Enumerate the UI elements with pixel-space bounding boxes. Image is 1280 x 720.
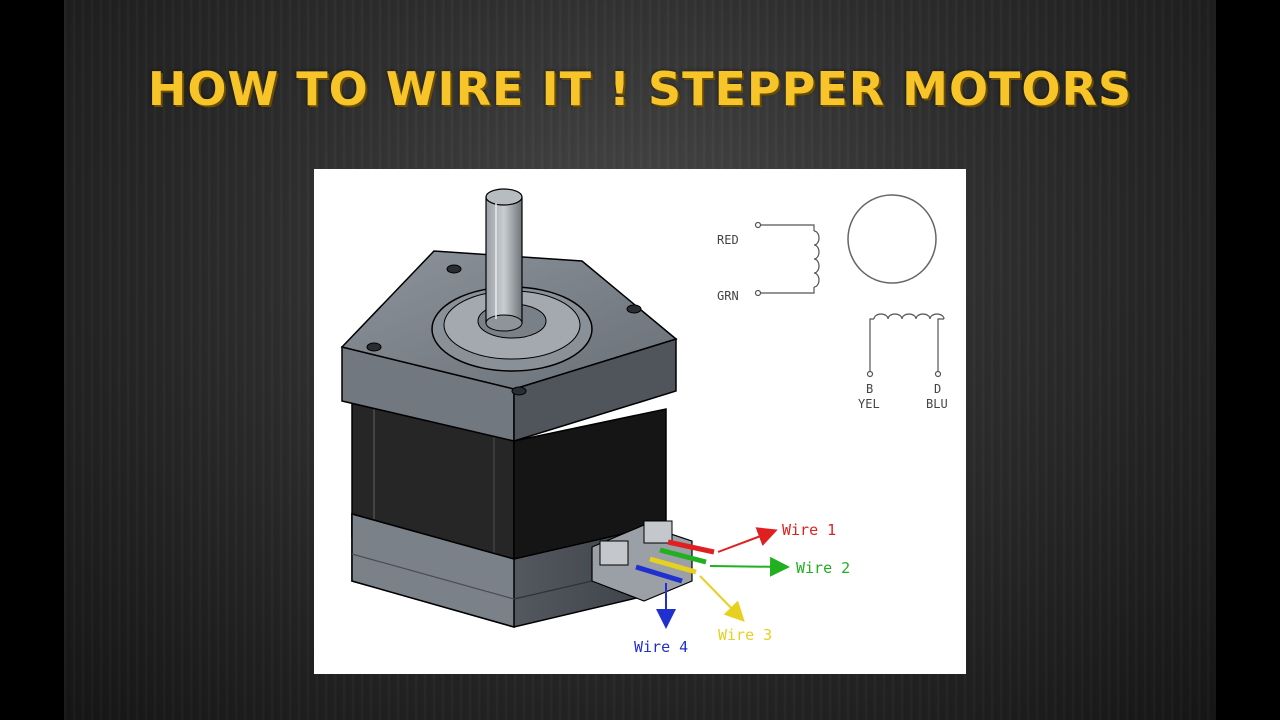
coil-a-top-label: RED: [717, 233, 739, 247]
diagram-panel: Wire 1 Wire 2 Wire 3 Wire 4 RED: [314, 169, 966, 674]
wire-3-label: Wire 3: [718, 626, 772, 644]
coil-a-bottom-label: GRN: [717, 289, 739, 303]
wire-3-callout: Wire 3: [699, 575, 772, 644]
stepper-motor-illustration: [340, 188, 715, 628]
wire-4-callout: Wire 4: [634, 583, 688, 656]
wire-2-callout: Wire 2: [709, 556, 850, 577]
mount-hole: [366, 342, 382, 352]
coil-b-right-color: BLU: [926, 397, 948, 411]
wire-1-arrow: [717, 527, 778, 553]
coil-b: B YEL D BLU: [858, 313, 948, 411]
mount-hole: [511, 386, 527, 396]
coil-b-left-color: YEL: [858, 397, 880, 411]
wire-connector: [591, 520, 693, 602]
coil-b-right-pin: D: [934, 382, 941, 396]
coil-schematic: RED GRN B YEL D BLU: [717, 194, 948, 411]
mount-hole: [626, 304, 642, 314]
wire-1-callout: Wire 1: [717, 521, 836, 553]
mount-hole: [446, 264, 462, 274]
rotor-symbol: [847, 194, 937, 284]
wire-2-arrow: [709, 556, 790, 577]
coil-a: RED GRN: [717, 221, 820, 303]
slide-title: HOW TO WIRE IT ! STEPPER MOTORS: [147, 62, 1133, 116]
coil-b-left-pin: B: [866, 382, 873, 396]
stepper-diagram: Wire 1 Wire 2 Wire 3 Wire 4 RED: [340, 188, 948, 656]
motor-shaft: [485, 188, 523, 332]
wire-1-label: Wire 1: [782, 521, 836, 539]
wire-stubs: [635, 539, 715, 584]
wire-4-label: Wire 4: [634, 638, 688, 656]
wire-2-label: Wire 2: [796, 559, 850, 577]
wire-3-arrow: [699, 575, 745, 622]
